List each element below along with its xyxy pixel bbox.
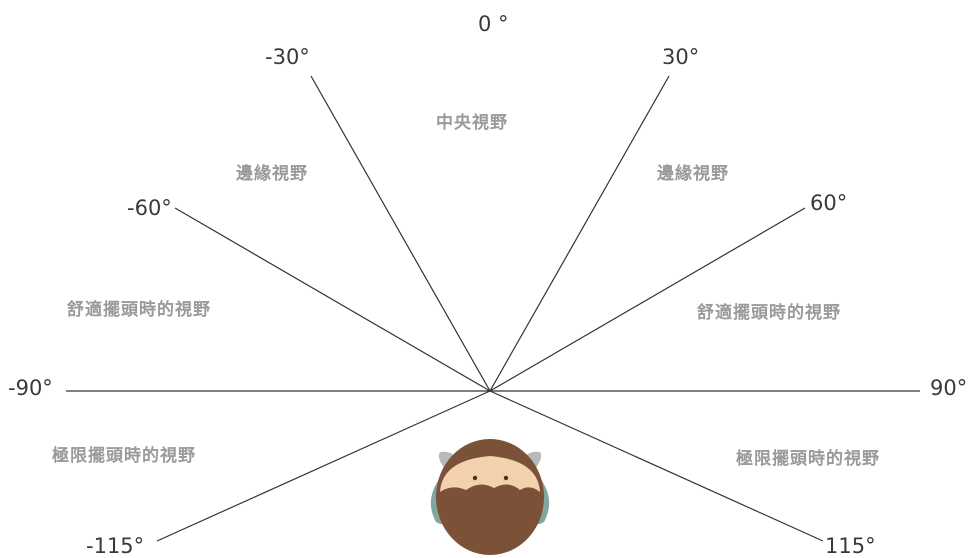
- line-60: [489, 207, 806, 392]
- line-30: [489, 75, 670, 392]
- zone-label-extreme-right: 極限擺頭時的視野: [736, 449, 880, 469]
- zone-label-peripheral-left: 邊緣視野: [236, 164, 308, 184]
- zone-label-extreme-left: 極限擺頭時的視野: [52, 446, 196, 466]
- angle-label-0: 0 °: [478, 12, 509, 36]
- angle-label-minus-30: -30°: [265, 45, 310, 69]
- angle-label-minus-60: -60°: [127, 196, 172, 220]
- angle-label-60: 60°: [810, 191, 848, 215]
- zone-label-comfortable-right: 舒適擺頭時的視野: [697, 303, 841, 323]
- zone-label-peripheral-right: 邊緣視野: [657, 164, 729, 184]
- person-head-top-view-icon: [430, 439, 550, 555]
- angle-label-minus-90: -90°: [8, 376, 53, 400]
- line-minus-115: [156, 390, 491, 542]
- angle-label-90: 90°: [930, 376, 968, 400]
- line-minus-60: [174, 207, 491, 392]
- angle-lines: [66, 75, 920, 542]
- zone-label-comfortable-left: 舒適擺頭時的視野: [67, 300, 211, 320]
- angle-label-115: 115°: [825, 534, 876, 558]
- angle-label-30: 30°: [662, 45, 700, 69]
- zone-label-central: 中央視野: [436, 113, 508, 133]
- angle-label-minus-115: -115°: [86, 534, 145, 558]
- line-115: [489, 390, 824, 542]
- line-minus-30: [310, 75, 491, 392]
